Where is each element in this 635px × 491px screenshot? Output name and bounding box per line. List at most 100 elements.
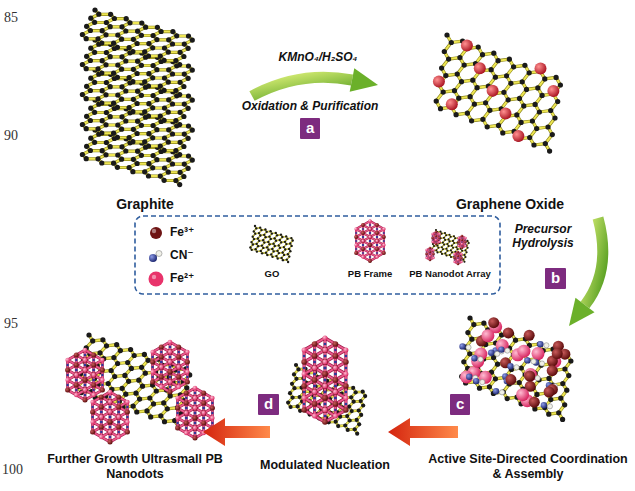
- carbon-atom: [467, 247, 469, 249]
- carbon-atom: [546, 412, 551, 417]
- carbon-atom: [548, 108, 553, 113]
- carbon-atom: [451, 245, 453, 247]
- iron-ion: [82, 377, 87, 382]
- carbon-atom: [449, 240, 451, 242]
- carbon-atom: [170, 41, 175, 46]
- carbon-atom: [115, 62, 120, 67]
- carbon-atom: [136, 378, 141, 383]
- iron-ion: [431, 241, 433, 243]
- iron-ion: [185, 379, 190, 384]
- carbon-atom: [444, 232, 446, 234]
- cyanide-dot: [109, 406, 111, 408]
- iron-ion: [91, 372, 96, 377]
- iron-ion: [107, 409, 112, 414]
- step-letter-box: a: [300, 118, 320, 139]
- iron-ion: [361, 247, 365, 251]
- cyanide-dot: [457, 257, 458, 258]
- carbon-atom: [361, 390, 365, 394]
- carbon-atom: [562, 366, 567, 371]
- carbon-atom: [144, 408, 149, 413]
- carbon-atom: [155, 25, 160, 30]
- carbon-atom: [103, 92, 108, 97]
- iron-ion: [184, 410, 189, 415]
- iron-ion: [457, 255, 459, 257]
- carbon-atom: [566, 373, 571, 378]
- carbon-atom: [84, 156, 89, 161]
- carbon-atom: [453, 235, 455, 237]
- carbon-atom: [363, 394, 367, 398]
- oxygen-group: [474, 62, 486, 74]
- carbon-atom: [480, 52, 485, 57]
- carbon-atom: [254, 225, 256, 227]
- cyanide-dot: [109, 426, 111, 428]
- cyanide-c: [505, 348, 510, 353]
- iron-ion: [438, 241, 440, 243]
- carbon-atom: [146, 161, 151, 166]
- cyanide-n: [466, 374, 472, 380]
- iron-ion: [438, 237, 441, 240]
- carbon-atom: [182, 132, 187, 137]
- carbon-atom: [487, 384, 492, 389]
- cyanide-dot: [369, 240, 371, 242]
- cyanide-dot: [203, 407, 205, 409]
- carbon-atom: [287, 253, 289, 255]
- carbon-atom: [95, 96, 100, 101]
- cyanide-dot: [211, 412, 213, 414]
- carbon-atom: [150, 165, 155, 170]
- carbon-atom: [517, 96, 522, 101]
- carbon-atom: [276, 234, 278, 236]
- carbon-atom: [345, 414, 349, 418]
- iron-ion: [201, 421, 206, 426]
- fe2-ion: [481, 329, 494, 342]
- figure-label: GO: [252, 268, 292, 279]
- carbon-atom: [298, 395, 302, 399]
- carbon-atom: [249, 246, 251, 248]
- cyanide-dot: [334, 349, 337, 352]
- carbon-atom: [88, 76, 93, 81]
- fe2-ion: [471, 355, 484, 368]
- iron-ion: [184, 401, 189, 406]
- cyanide-dot: [75, 379, 77, 381]
- cyanide-dot: [429, 257, 430, 258]
- cyanide-dot: [369, 224, 371, 226]
- cyanide-dot: [186, 366, 188, 368]
- carbon-atom: [276, 250, 278, 252]
- iron-ion: [167, 389, 172, 394]
- carbon-atom: [275, 255, 277, 257]
- lattice-bond: [78, 335, 190, 427]
- cyanide-dot: [355, 240, 357, 242]
- cyanide-dot: [84, 354, 86, 356]
- legend-swatch: [146, 224, 166, 242]
- cyanide-dot: [324, 391, 327, 394]
- carbon-atom: [452, 88, 457, 93]
- iron-ion: [82, 367, 87, 372]
- carbon-atom: [84, 54, 89, 59]
- carbon-atom: [142, 79, 147, 84]
- pb-frame-shadow: [153, 342, 188, 392]
- iron-ion: [82, 377, 87, 382]
- carbon-atom: [443, 73, 448, 78]
- cyanide-dot: [93, 369, 95, 371]
- cyanide-c: [466, 345, 471, 350]
- iron-ion: [82, 397, 87, 402]
- line-number: 95: [4, 316, 18, 333]
- iron-ion: [368, 251, 372, 255]
- carbon-atom: [485, 124, 490, 129]
- iron-ion: [150, 379, 155, 384]
- carbon-atom: [162, 148, 167, 153]
- carbon-atom: [550, 132, 555, 137]
- cyanide-dot: [324, 379, 327, 382]
- legend-row: CN⁻: [146, 247, 226, 265]
- iron-ion: [457, 263, 460, 266]
- carbon-atom: [266, 254, 268, 256]
- iron-ion: [159, 355, 164, 360]
- oxygen-group: [500, 107, 512, 119]
- carbon-atom: [449, 254, 451, 256]
- iron-ion: [354, 227, 358, 231]
- carbon-atom: [261, 244, 263, 246]
- carbon-atom: [254, 248, 256, 250]
- cyanide-dot: [461, 241, 462, 242]
- iron-ion: [461, 239, 464, 242]
- carbon-atom: [133, 391, 138, 396]
- iron-ion: [368, 243, 372, 247]
